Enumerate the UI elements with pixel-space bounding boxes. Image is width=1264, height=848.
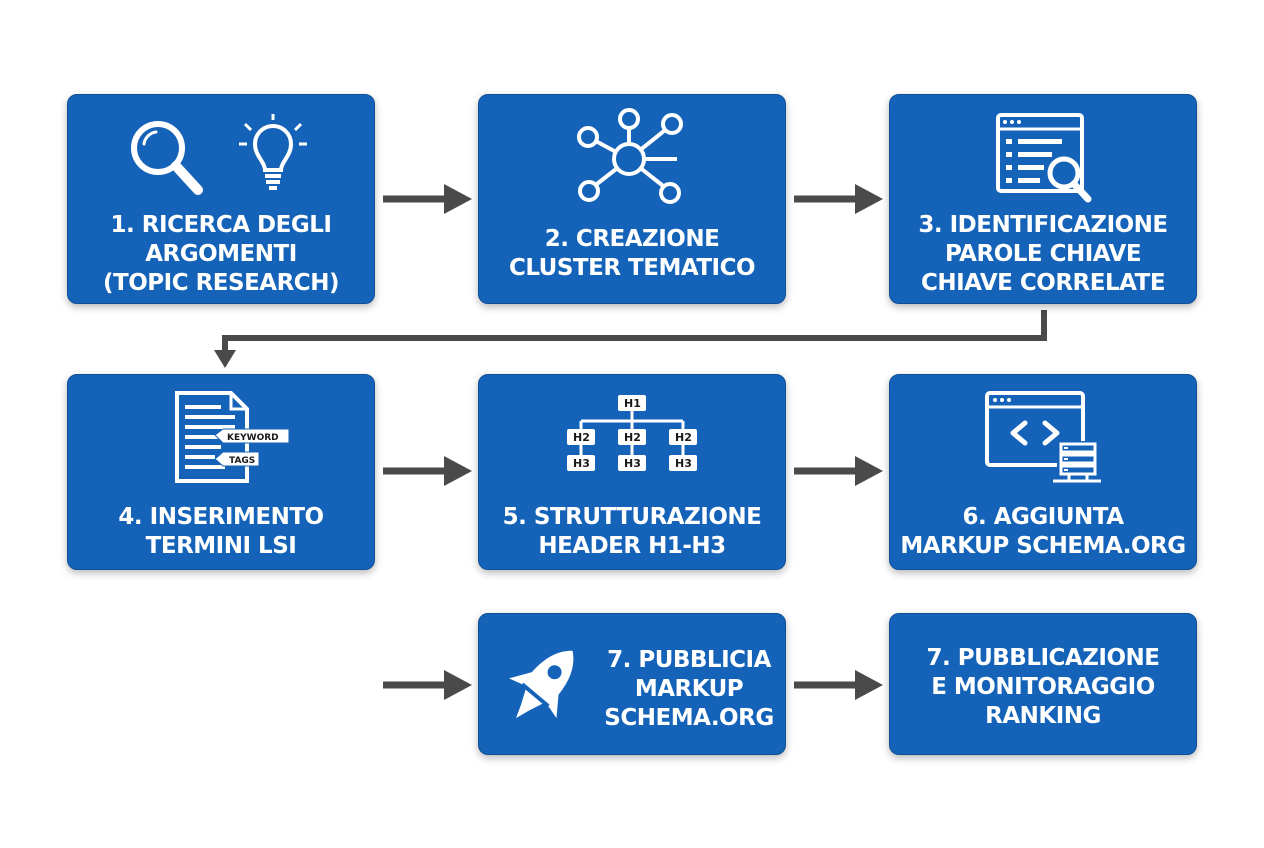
step-label-3: 3. IDENTIFICAZIONE PAROLE CHIAVE CHIAVE … bbox=[898, 211, 1188, 298]
tags-tag-text: TAGS bbox=[229, 456, 255, 466]
step-2-line-1: 2. CREAZIONE bbox=[544, 226, 720, 252]
step-label-5: 5. STRUTTURAZIONE HEADER H1-H3 bbox=[487, 503, 777, 561]
step-box-7: 7. PUBBLICIA MARKUP SCHEMA.ORG bbox=[478, 613, 786, 755]
step-5-line-2: HEADER H1-H3 bbox=[538, 533, 726, 559]
step-4-line-2: TERMINI LSI bbox=[145, 533, 297, 559]
step-7-line-2: MARKUP bbox=[634, 676, 744, 702]
step-3-line-3: CHIAVE CORRELATE bbox=[920, 270, 1166, 296]
step-4-line-1: 4. INSERIMENTO bbox=[118, 504, 324, 530]
rocket-icon bbox=[493, 636, 593, 736]
h2-node-text-2: H2 bbox=[624, 431, 641, 444]
search-lightbulb-icon bbox=[68, 109, 374, 205]
step-box-1: 1. RICERCA DEGLI ARGOMENTI (TOPIC RESEAR… bbox=[67, 94, 375, 304]
h3-node-text-2: H3 bbox=[624, 457, 641, 470]
h3-node-text-1: H3 bbox=[573, 457, 590, 470]
step-7-line-3: SCHEMA.ORG bbox=[604, 705, 774, 731]
step-3-line-2: PAROLE CHIAVE bbox=[944, 241, 1142, 267]
step-label-1: 1. RICERCA DEGLI ARGOMENTI (TOPIC RESEAR… bbox=[76, 211, 366, 298]
step-8-line-3: RANKING bbox=[985, 703, 1101, 729]
step-1-line-3: (TOPIC RESEARCH) bbox=[103, 270, 339, 296]
step-box-3: 3. IDENTIFICAZIONE PAROLE CHIAVE CHIAVE … bbox=[889, 94, 1197, 304]
step-1-line-2: ARGOMENTI bbox=[145, 241, 297, 267]
arrow-4-to-5 bbox=[383, 456, 472, 486]
network-cluster-icon bbox=[479, 108, 785, 205]
step-5-line-1: 5. STRUTTURAZIONE bbox=[502, 504, 762, 530]
step-label-2: 2. CREAZIONE CLUSTER TEMATICO bbox=[487, 225, 777, 283]
arrow-into-7 bbox=[383, 670, 472, 700]
step-box-8: 7. PUBBLICAZIONE E MONITORAGGIO RANKING bbox=[889, 613, 1197, 755]
h2-node-text-1: H2 bbox=[573, 431, 590, 444]
document-search-icon bbox=[890, 109, 1196, 205]
step-box-4: KEYWORD TAGS 4. INSERIMENTO TERMINI LSI bbox=[67, 374, 375, 570]
h3-node-text-3: H3 bbox=[675, 457, 692, 470]
step-8-line-2: E MONITORAGGIO bbox=[931, 674, 1155, 700]
step-label-6: 6. AGGIUNTA MARKUP SCHEMA.ORG bbox=[898, 503, 1188, 561]
step-8-line-1: 7. PUBBLICAZIONE bbox=[926, 645, 1160, 671]
step-1-line-1: 1. RICERCA DEGLI bbox=[110, 212, 332, 238]
document-tags-icon: KEYWORD TAGS bbox=[68, 389, 374, 485]
arrow-7-to-8 bbox=[794, 670, 883, 700]
arrow-5-to-6 bbox=[794, 456, 883, 486]
h2-node-text-3: H2 bbox=[675, 431, 692, 444]
arrow-1-to-2 bbox=[383, 184, 472, 214]
step-6-line-1: 6. AGGIUNTA bbox=[962, 504, 1125, 530]
arrow-3-to-4 bbox=[214, 310, 1047, 368]
step-3-line-1: 3. IDENTIFICAZIONE bbox=[918, 212, 1168, 238]
step-box-5: H1 H2 H2 H2 H3 H3 H3 5. STRUTTURAZIONE H… bbox=[478, 374, 786, 570]
step-label-8: 7. PUBBLICAZIONE E MONITORAGGIO RANKING bbox=[898, 644, 1188, 731]
step-box-2: 2. CREAZIONE CLUSTER TEMATICO bbox=[478, 94, 786, 304]
step-2-line-2: CLUSTER TEMATICO bbox=[508, 255, 756, 281]
h1-node-text: H1 bbox=[624, 397, 641, 410]
step-label-4: 4. INSERIMENTO TERMINI LSI bbox=[76, 503, 366, 561]
keyword-tag-text: KEYWORD bbox=[227, 433, 279, 443]
code-window-icon bbox=[890, 389, 1196, 485]
step-7-line-1: 7. PUBBLICIA bbox=[607, 647, 771, 673]
step-6-line-2: MARKUP SCHEMA.ORG bbox=[900, 533, 1186, 559]
header-hierarchy-icon: H1 H2 H2 H2 H3 H3 H3 bbox=[479, 389, 785, 485]
step-label-7: 7. PUBBLICIA MARKUP SCHEMA.ORG bbox=[599, 646, 779, 733]
arrow-2-to-3 bbox=[794, 184, 883, 214]
step-box-6: 6. AGGIUNTA MARKUP SCHEMA.ORG bbox=[889, 374, 1197, 570]
